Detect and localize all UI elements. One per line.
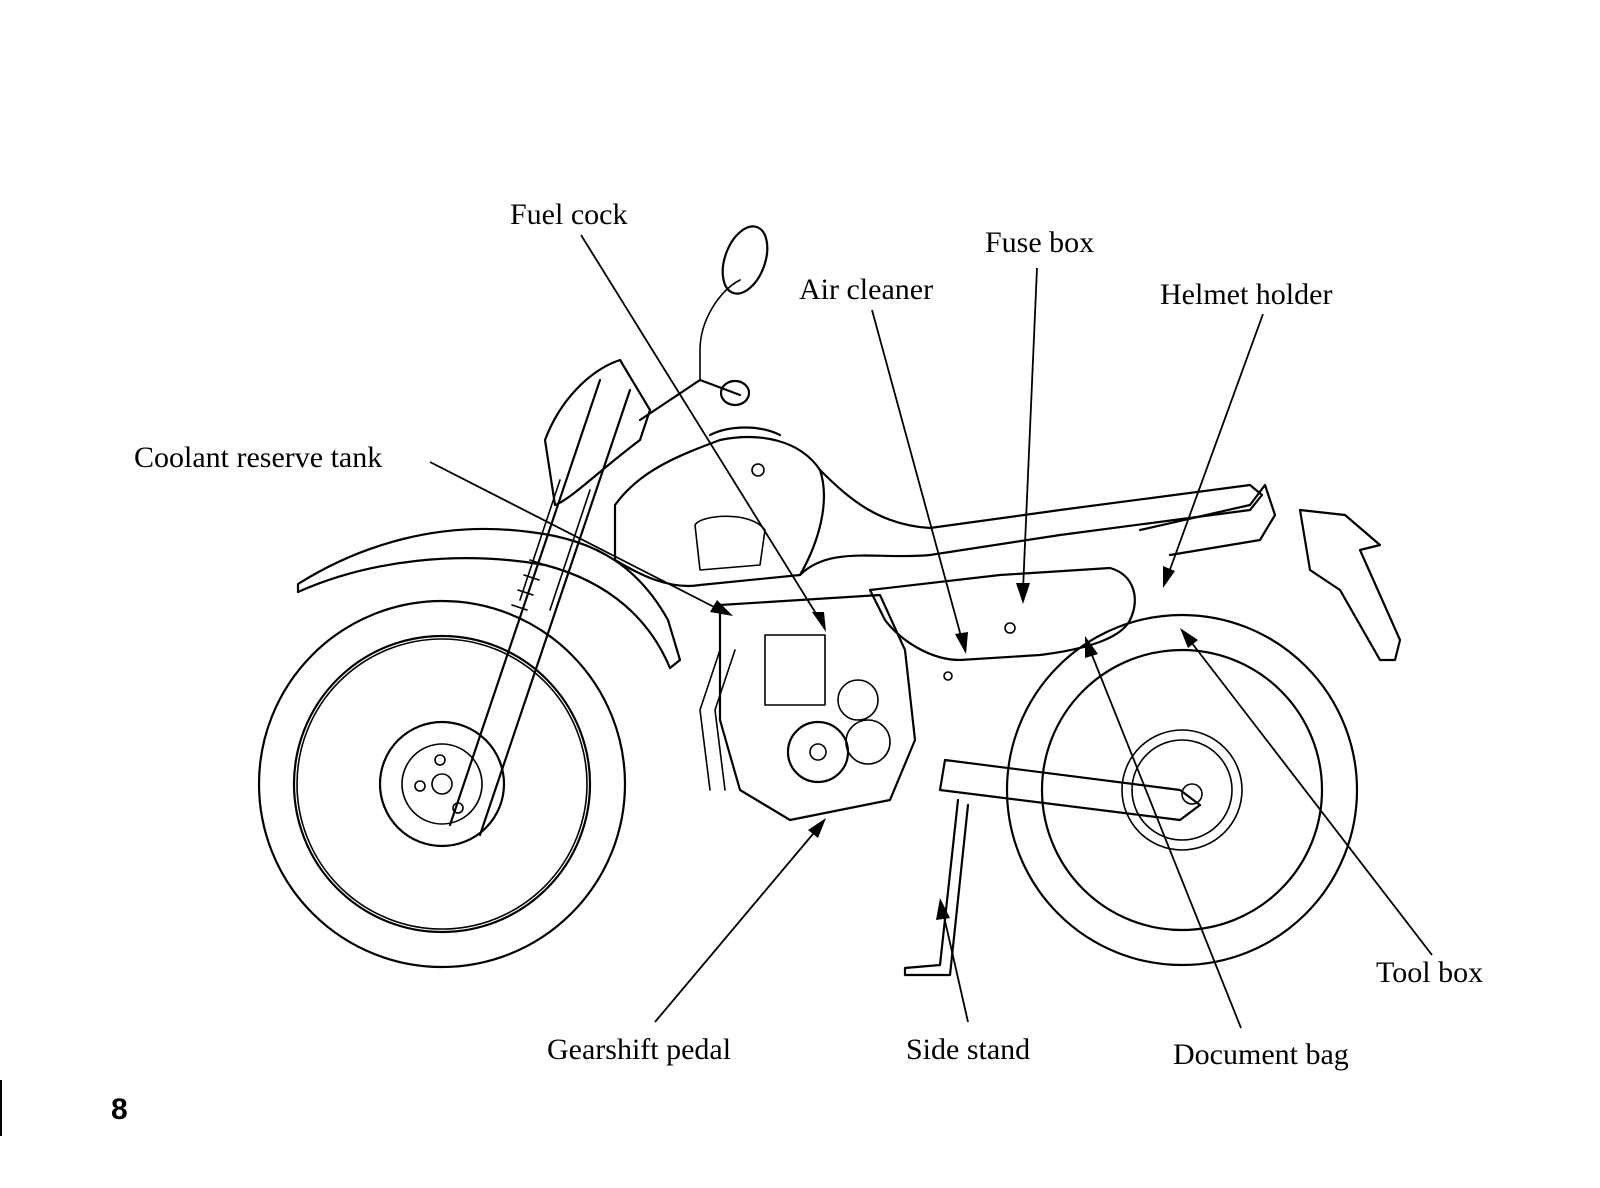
headlight-cowl: [543, 358, 652, 507]
swingarm: [938, 758, 1202, 822]
label-fuse-box: Fuse box: [985, 226, 1095, 259]
handlebar: [638, 225, 769, 422]
label-document-bag: Document bag: [1173, 1038, 1349, 1071]
front-wheel: [257, 599, 627, 969]
page-number: 8: [111, 1093, 128, 1126]
label-fuel-cock: Fuel cock: [510, 198, 628, 231]
tail-light: [1298, 508, 1402, 662]
side-stand-drawing: [903, 798, 970, 977]
seat: [798, 468, 1264, 577]
engine: [699, 593, 917, 822]
side-cover: [868, 566, 1136, 662]
label-coolant-reserve-tank: Coolant reserve tank: [134, 441, 383, 474]
label-side-stand: Side stand: [906, 1033, 1031, 1066]
label-tool-box: Tool box: [1376, 956, 1484, 989]
grab-rail: [1138, 483, 1277, 557]
front-fender: [296, 527, 682, 670]
fuel-tank: [613, 426, 826, 588]
label-helmet-holder: Helmet holder: [1160, 278, 1333, 311]
label-air-cleaner: Air cleaner: [799, 273, 934, 306]
front-fork: [448, 378, 632, 837]
margin-rule: [0, 1080, 2, 1136]
leader-lines: [429, 234, 1433, 1029]
rear-wheel: [1005, 613, 1359, 967]
label-gearshift-pedal: Gearshift pedal: [547, 1033, 732, 1066]
